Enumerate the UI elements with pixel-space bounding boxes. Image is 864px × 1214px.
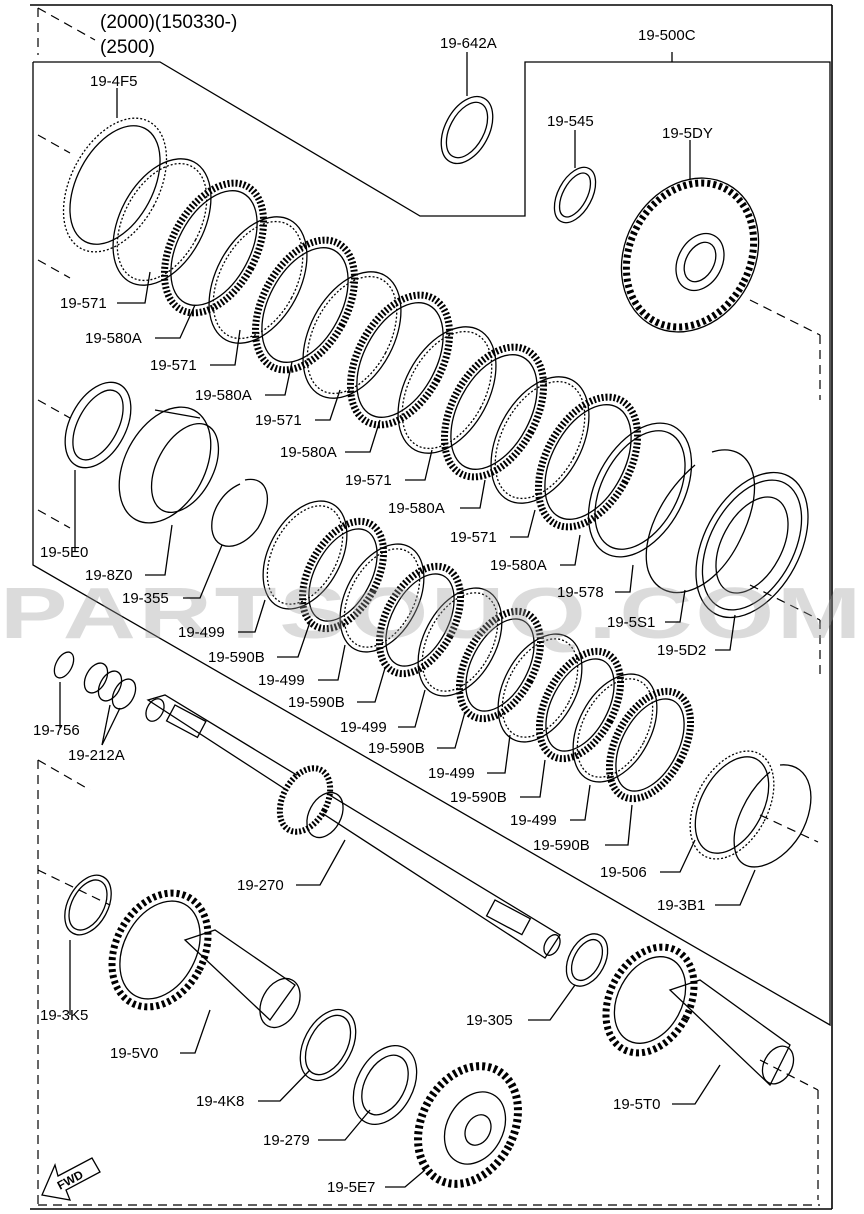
part-19-4K8 bbox=[299, 1008, 357, 1082]
part-19-279-bearing bbox=[352, 1045, 418, 1125]
model-code-line2: (2500) bbox=[100, 37, 155, 58]
label-19-499[interactable]: 19-499 bbox=[428, 765, 475, 782]
label-19-580A[interactable]: 19-580A bbox=[280, 444, 337, 461]
fwd-label: FWD bbox=[55, 1167, 86, 1192]
label-19-279[interactable]: 19-279 bbox=[263, 1132, 310, 1149]
label-19-499[interactable]: 19-499 bbox=[258, 672, 305, 689]
fwd-arrow-icon: FWD bbox=[41, 1157, 101, 1201]
label-19-5D2[interactable]: 19-5D2 bbox=[657, 642, 706, 659]
part-19-5E0-seal bbox=[64, 381, 132, 469]
part-19-545 bbox=[553, 166, 597, 224]
label-19-5V0[interactable]: 19-5V0 bbox=[110, 1045, 158, 1062]
label-19-355[interactable]: 19-355 bbox=[122, 590, 169, 607]
label-19-571[interactable]: 19-571 bbox=[255, 412, 302, 429]
diagram-frame bbox=[30, 4, 833, 1210]
part-19-3B1-snap-ring bbox=[733, 764, 812, 868]
part-19-270-shaft bbox=[145, 694, 561, 959]
label-19-545[interactable]: 19-545 bbox=[547, 113, 594, 130]
label-19-4F5[interactable]: 19-4F5 bbox=[90, 73, 138, 90]
part-19-756 bbox=[53, 651, 75, 679]
label-19-3K5[interactable]: 19-3K5 bbox=[40, 1007, 88, 1024]
label-19-212A[interactable]: 19-212A bbox=[68, 747, 125, 764]
label-19-506[interactable]: 19-506 bbox=[600, 864, 647, 881]
label-19-571[interactable]: 19-571 bbox=[345, 472, 392, 489]
label-19-5T0[interactable]: 19-5T0 bbox=[613, 1096, 661, 1113]
part-19-305 bbox=[565, 933, 609, 987]
label-19-5E7[interactable]: 19-5E7 bbox=[327, 1179, 375, 1196]
part-19-5V0-gear bbox=[108, 889, 301, 1029]
label-19-5E0[interactable]: 19-5E0 bbox=[40, 544, 88, 561]
label-19-500C[interactable]: 19-500C bbox=[638, 27, 696, 44]
leader-lines bbox=[59, 52, 756, 1188]
label-19-590B[interactable]: 19-590B bbox=[533, 837, 590, 854]
part-19-5S1-snap-ring bbox=[645, 449, 756, 594]
label-19-8Z0[interactable]: 19-8Z0 bbox=[85, 567, 133, 584]
part-19-506 bbox=[689, 750, 775, 860]
part-19-3K5-ring bbox=[64, 874, 112, 936]
part-19-5E7-gear bbox=[414, 1062, 522, 1188]
part-19-355-ring bbox=[211, 478, 269, 547]
part-19-212A bbox=[83, 662, 137, 710]
label-19-571[interactable]: 19-571 bbox=[60, 295, 107, 312]
label-19-580A[interactable]: 19-580A bbox=[388, 500, 445, 517]
label-19-5S1[interactable]: 19-5S1 bbox=[607, 614, 655, 631]
clutch-pack-lower bbox=[262, 500, 695, 803]
label-19-5DY[interactable]: 19-5DY bbox=[662, 125, 713, 142]
watermark: PARTSOUQ.COM bbox=[0, 574, 864, 654]
part-19-5DY-drum bbox=[620, 177, 760, 333]
part-19-8Z0-piston bbox=[118, 406, 220, 524]
label-19-578[interactable]: 19-578 bbox=[557, 584, 604, 601]
label-19-590B[interactable]: 19-590B bbox=[450, 789, 507, 806]
label-19-571[interactable]: 19-571 bbox=[450, 529, 497, 546]
part-19-5D2-piston bbox=[695, 471, 809, 619]
label-19-590B[interactable]: 19-590B bbox=[208, 649, 265, 666]
label-19-499[interactable]: 19-499 bbox=[510, 812, 557, 829]
label-19-270[interactable]: 19-270 bbox=[237, 877, 284, 894]
part-19-642A bbox=[440, 95, 494, 165]
label-19-4K8[interactable]: 19-4K8 bbox=[196, 1093, 244, 1110]
part-19-5T0-gear-shaft bbox=[602, 943, 795, 1087]
label-19-3B1[interactable]: 19-3B1 bbox=[657, 897, 705, 914]
label-19-580A[interactable]: 19-580A bbox=[490, 557, 547, 574]
label-19-499[interactable]: 19-499 bbox=[178, 624, 225, 641]
label-19-499[interactable]: 19-499 bbox=[340, 719, 387, 736]
part-labels: 19-642A 19-500C 19-4F5 19-545 19-5DY 19-… bbox=[33, 27, 713, 1196]
label-19-642A[interactable]: 19-642A bbox=[440, 35, 497, 52]
label-19-580A[interactable]: 19-580A bbox=[195, 387, 252, 404]
model-code-line1: (2000)(150330-) bbox=[100, 12, 237, 33]
clutch-pack-upper bbox=[62, 117, 693, 558]
label-19-590B[interactable]: 19-590B bbox=[368, 740, 425, 757]
label-19-580A[interactable]: 19-580A bbox=[85, 330, 142, 347]
label-19-305[interactable]: 19-305 bbox=[466, 1012, 513, 1029]
label-19-571[interactable]: 19-571 bbox=[150, 357, 197, 374]
label-19-590B[interactable]: 19-590B bbox=[288, 694, 345, 711]
label-19-756[interactable]: 19-756 bbox=[33, 722, 80, 739]
